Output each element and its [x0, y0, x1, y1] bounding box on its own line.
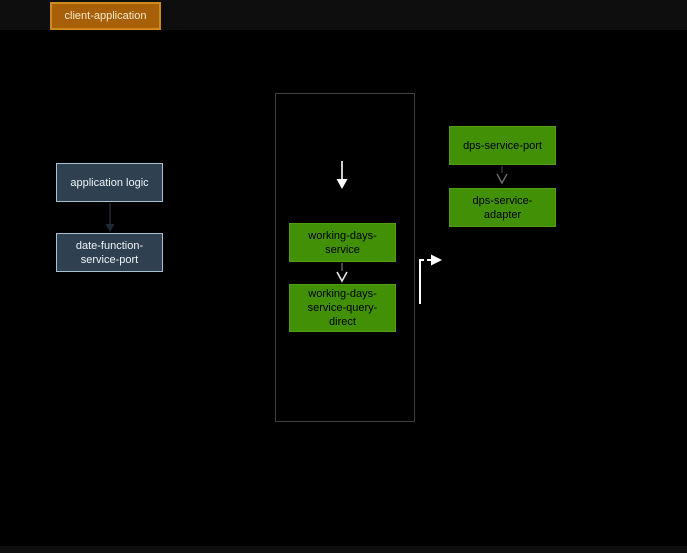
node-date-function-service-port[interactable]: date-function- service-port	[56, 233, 163, 272]
edge-workingdays-to-querydirect	[336, 263, 348, 283]
node-dps-service-adapter[interactable]: dps-service- adapter	[449, 188, 556, 227]
edge-dpsport-to-dpsadapter	[496, 166, 508, 185]
edge-applogic-to-datefunctionport	[105, 203, 115, 232]
node-working-days-service[interactable]: working-days- service	[289, 223, 396, 262]
bottom-strip	[0, 546, 687, 553]
node-working-days-service-query-direct[interactable]: working-days- service-query- direct	[289, 284, 396, 332]
edge-querydirect-out-right	[419, 254, 442, 304]
node-label: working-days- service-query- direct	[307, 288, 378, 328]
node-label: dps-service-port	[463, 139, 542, 152]
edge-arrow-into-working-days-service	[336, 161, 348, 189]
hexagon-boundary-box[interactable]	[275, 93, 415, 422]
node-application-logic[interactable]: application logic	[56, 163, 163, 202]
node-dps-service-port[interactable]: dps-service-port	[449, 126, 556, 165]
node-label: client-application	[64, 10, 147, 22]
node-client-application[interactable]: client-application	[50, 2, 161, 30]
node-label: dps-service- adapter	[472, 194, 533, 221]
node-label: application logic	[70, 176, 149, 189]
node-label: working-days- service	[308, 229, 377, 256]
node-label: date-function- service-port	[75, 239, 144, 266]
